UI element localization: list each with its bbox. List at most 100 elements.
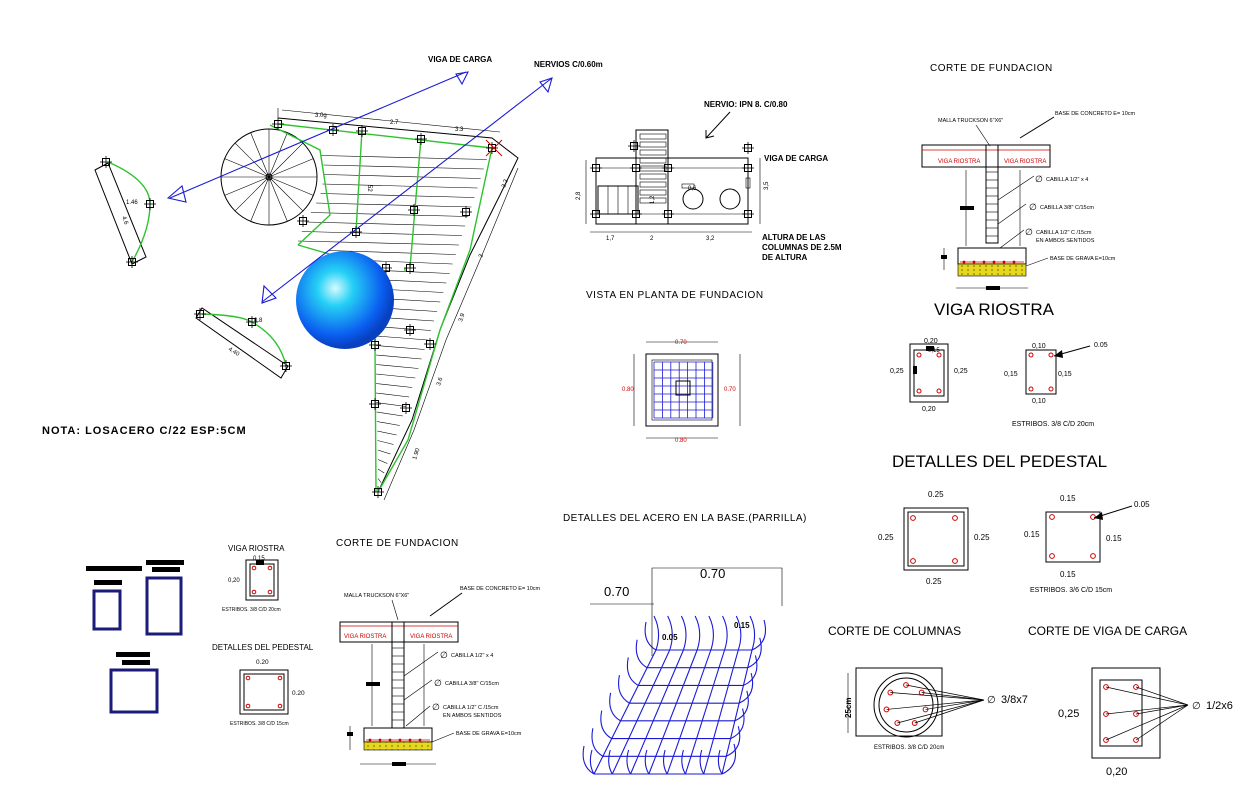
leader-line — [890, 692, 985, 701]
dim-label: 3 — [478, 253, 485, 259]
altura-label-line3: DE ALTURA — [762, 253, 808, 262]
viga-de-carga-arrow — [166, 71, 469, 203]
parrilla-hook — [747, 637, 762, 669]
viga-riostra-detail: VIGA RIOSTRA 0,20 0,25 0,25 0,20 0,15 0,… — [890, 300, 1108, 428]
dim-label: 0.15 — [1060, 494, 1076, 503]
diameter-icon: ∅ — [1192, 701, 1201, 712]
leader-line — [1105, 686, 1189, 706]
parrilla-hook — [708, 615, 714, 651]
stair-tread — [268, 132, 288, 178]
rebar — [1133, 711, 1139, 717]
dim-label: 0.70 — [604, 584, 629, 599]
blue-sphere — [296, 251, 394, 349]
parrilla-hook — [591, 728, 604, 757]
diameter-icon: ∅ — [1035, 174, 1043, 184]
stair-tread — [250, 132, 270, 178]
slab-rib — [324, 174, 481, 179]
dim-label: 0,25 — [954, 368, 968, 375]
grid-node — [741, 161, 755, 175]
cabilla-label: CABILLA 1/2" C /15cm — [1036, 230, 1092, 236]
slab-rib — [375, 383, 413, 388]
dim-label: 0.15 — [1060, 570, 1076, 579]
malla-label: MALLA TRUCKSON 6"X6" — [344, 593, 409, 599]
grid-node — [741, 207, 755, 221]
grid-node — [399, 401, 413, 415]
parrilla-hook — [667, 615, 673, 651]
slab-rib — [377, 430, 397, 436]
slab-rib — [377, 459, 388, 464]
section-title: CORTE DE FUNDACION — [336, 538, 459, 549]
dim-label: 0.70 — [724, 387, 736, 393]
slab-rib — [375, 335, 428, 341]
stair-tread — [268, 158, 314, 178]
grid-node — [627, 139, 641, 153]
nota-losacero: NOTA: LOSACERO C/22 ESP:5CM — [42, 425, 247, 437]
floor-plan: 4.6 1.46 4.40 0.8 VIGA DE CARGA NERVIOS … — [42, 55, 603, 501]
dim-label: 0,15 — [1004, 371, 1018, 378]
dim-label: 0.20 — [256, 659, 269, 666]
estribos-label: ESTRIBOS. 3/8 C/D 20cm — [874, 745, 944, 751]
joist-profile — [639, 165, 667, 172]
sentidos-label: EN AMBOS SENTIDOS — [1036, 238, 1095, 244]
dim-label: 0.05 — [1134, 500, 1150, 509]
cabilla-label: CABILLA 1/2" C /15cm — [443, 705, 499, 711]
grid-node — [371, 485, 385, 499]
parrilla-hook — [735, 615, 742, 651]
slab-rib — [377, 440, 394, 445]
estribos-label: ESTRIBOS. 3/8 C/D 20cm — [222, 607, 281, 613]
dim-label: 0,20 — [924, 338, 938, 345]
dim-label: 0.25 — [878, 533, 894, 542]
grava-label: BASE DE GRAVA E=10cm — [1050, 256, 1116, 262]
parrilla-hook — [644, 749, 650, 775]
dim-label: 1,7 — [606, 236, 615, 242]
parrilla-hook — [738, 672, 754, 704]
base-label: BASE DE CONCRETO E= 10cm — [460, 586, 541, 592]
dim-label: 0.25 — [926, 577, 942, 586]
dim-label: 0,20 — [228, 578, 240, 584]
base-label: BASE DE CONCRETO E= 10cm — [1055, 111, 1136, 117]
slab-rib — [301, 231, 463, 236]
leader-line — [1105, 704, 1189, 715]
nervio-label: NERVIO: IPN 8. C/0.80 — [704, 100, 788, 109]
estribos-label: ESTRIBOS. 3/8 C/D 20cm — [1012, 421, 1094, 428]
dim-label: 0.70 — [675, 340, 687, 346]
joist-profile — [639, 157, 667, 164]
parrilla-hook — [749, 615, 756, 651]
joist-profile — [639, 149, 667, 156]
slab-rib — [377, 449, 391, 455]
dim-label: 0,25 — [1058, 708, 1079, 720]
parrilla-hook — [626, 749, 632, 775]
leader-line — [897, 699, 985, 724]
corte-fundacion-large: CORTE DE FUNDACION MALLA TRUCKSON 6"X6" … — [921, 63, 1136, 290]
grid-node — [661, 207, 675, 221]
slab-rib — [320, 155, 487, 160]
riostra-label-left: VIGA RIOSTRA — [938, 159, 980, 165]
parrilla-hook — [751, 619, 767, 651]
stair-tread — [234, 176, 270, 212]
diameter-icon: ∅ — [432, 702, 440, 712]
nervios-arrow — [261, 77, 553, 304]
parrilla-hook — [717, 749, 723, 775]
dim-label: 0.15 — [1024, 530, 1040, 539]
section-title: DETALLES DEL PEDESTAL — [212, 643, 314, 652]
parrilla-hook — [608, 749, 613, 775]
diameter-icon: ∅ — [1025, 227, 1033, 237]
cabilla-label: CABILLA 3/8" C/15cm — [1040, 205, 1094, 211]
diameter-icon: ∅ — [1029, 202, 1037, 212]
grid-node — [296, 214, 310, 228]
dim-label: 4.40 — [227, 347, 241, 359]
dim-label: 0,15 — [1058, 371, 1072, 378]
joist-profile — [639, 141, 667, 148]
small-viga-riostra: VIGA RIOSTRA 0,15 0,20 ESTRIBOS. 3/8 C/D… — [222, 544, 285, 613]
cabilla-label: CABILLA 1/2" x 4 — [1046, 177, 1088, 183]
rebar-dot — [962, 260, 966, 264]
dim-label: 0.25 — [928, 490, 944, 499]
parrilla-hook — [721, 743, 737, 775]
viga-carga-label: VIGA DE CARGA — [764, 154, 828, 163]
parrilla-hook — [644, 621, 657, 651]
stair-tread — [268, 176, 314, 196]
dim-label: 0.20 — [292, 690, 305, 697]
slab-rib — [377, 478, 382, 483]
parrilla-hook — [609, 692, 621, 722]
